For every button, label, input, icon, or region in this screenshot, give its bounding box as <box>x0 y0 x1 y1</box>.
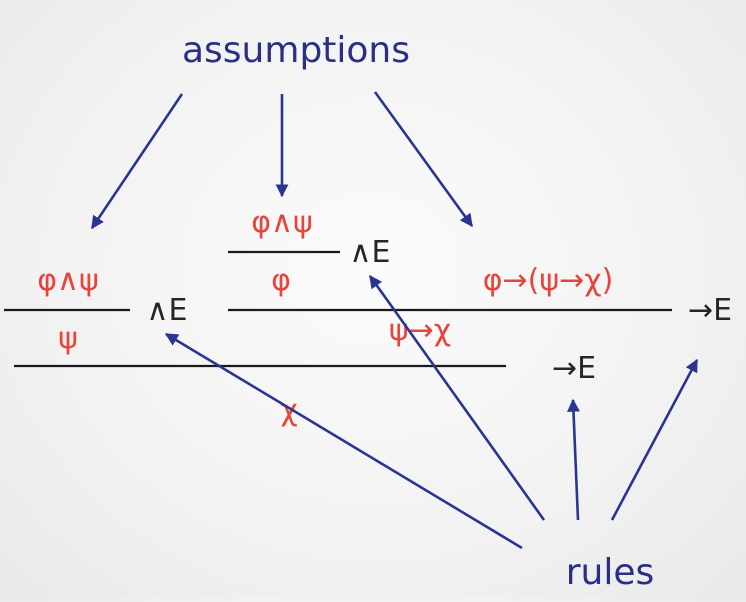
left-premise: φ∧ψ <box>37 263 99 298</box>
right-premise: φ→(ψ→χ) <box>483 263 614 298</box>
assumption-arrow-left <box>90 93 184 230</box>
mid-conclusion: φ <box>271 263 291 298</box>
assumption-arrow-right <box>373 91 474 228</box>
assumptions-label: assumptions <box>182 30 410 71</box>
mid-rule-name: ∧E <box>350 235 391 270</box>
rule-arrow-right-imp-elim <box>610 358 699 521</box>
mid-premise: φ∧ψ <box>251 205 313 240</box>
left-rule-name: ∧E <box>147 293 188 328</box>
left-conclusion: ψ <box>58 321 78 356</box>
final-conclusion: χ <box>280 393 297 428</box>
final-rule-name: →E <box>552 351 596 386</box>
rule-arrow-mid-and-elim <box>368 274 546 521</box>
rule-arrow-left-and-elim <box>164 332 523 550</box>
right-rule-name: →E <box>688 293 732 328</box>
rules-label: rules <box>566 552 655 593</box>
rule-arrow-final-imp-elim <box>566 398 580 521</box>
right-conclusion: ψ→χ <box>389 313 451 348</box>
